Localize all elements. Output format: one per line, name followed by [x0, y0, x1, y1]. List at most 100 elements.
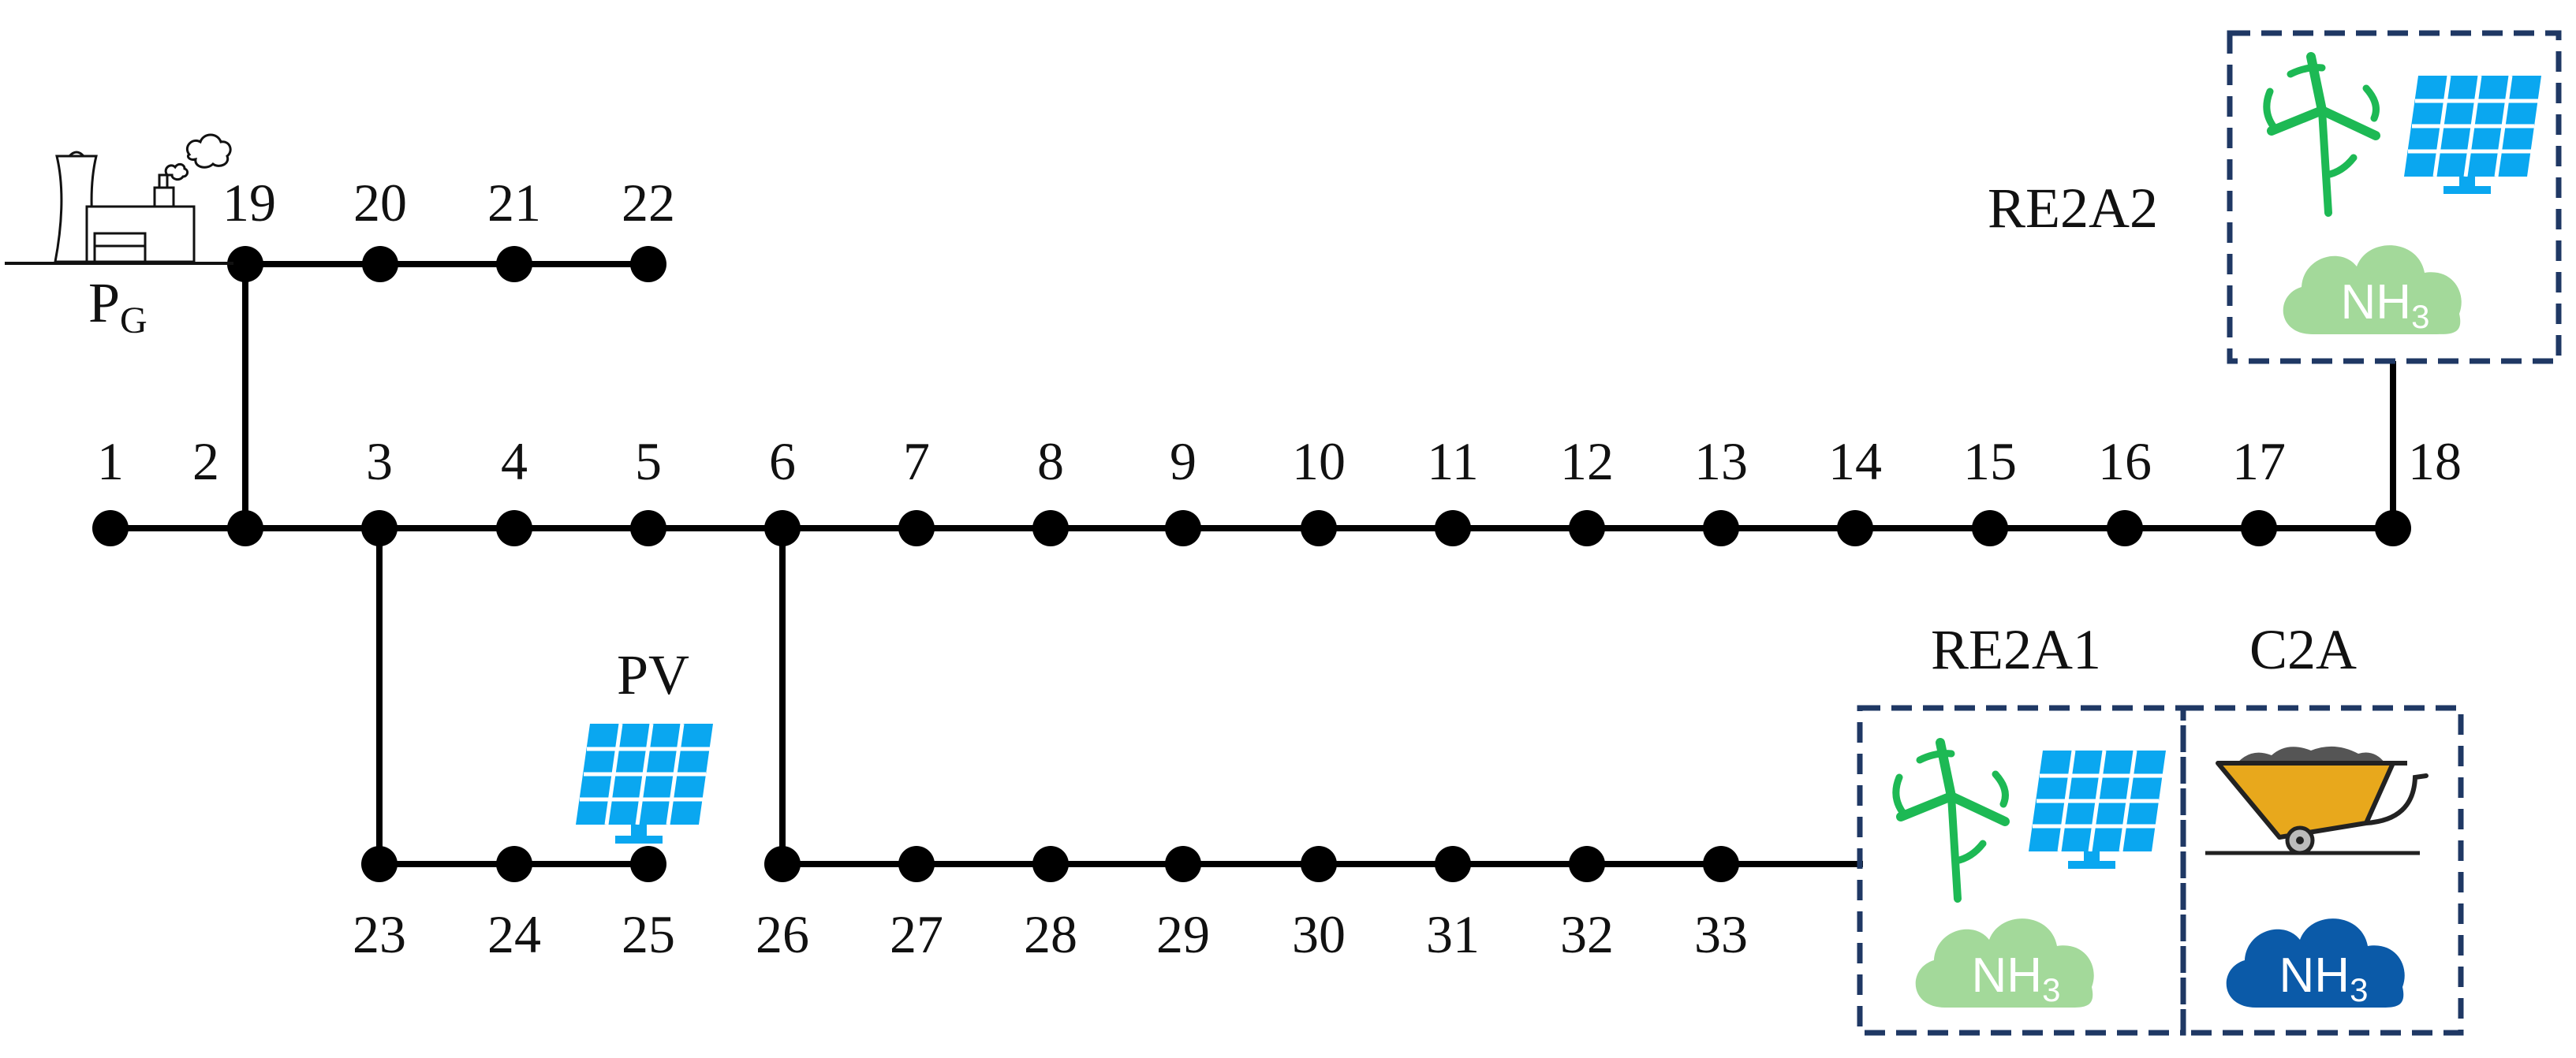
re2a1-unit: RE2A1 NH3	[1857, 618, 2186, 1036]
cloud-icon	[2226, 918, 2405, 1008]
bus-node-33	[1703, 846, 1739, 882]
re2a1-nh3-main: NH	[1972, 948, 2043, 1003]
cloud-icon	[2283, 245, 2462, 334]
power-plant: PG	[5, 133, 233, 341]
wind-turbine-icon	[1892, 738, 2010, 903]
solar-panel-icon	[576, 723, 713, 844]
bus-label-21: 21	[487, 173, 541, 233]
bus-label-10: 10	[1292, 431, 1346, 491]
bus-label-19: 19	[222, 173, 276, 233]
bus-label-30: 30	[1292, 904, 1346, 964]
bus-node-24	[496, 846, 532, 882]
bus-node-13	[1703, 510, 1739, 546]
bus-label-28: 28	[1024, 904, 1077, 964]
bus-label-24: 24	[487, 904, 541, 964]
bus-node-26	[764, 846, 801, 882]
cloud-icon	[1915, 918, 2094, 1008]
bus-label-25: 25	[622, 904, 675, 964]
bus-node-31	[1435, 846, 1471, 882]
pg-label: PG	[88, 271, 147, 341]
pg-label-sub: G	[120, 300, 147, 341]
bus-label-22: 22	[622, 173, 675, 233]
bus-label-7: 7	[903, 431, 930, 491]
solar-panel-icon	[2404, 75, 2541, 194]
bus-node-8	[1032, 510, 1069, 546]
bus-node-22	[630, 246, 666, 282]
solar-panel-icon	[2029, 750, 2166, 869]
bus-node-30	[1301, 846, 1337, 882]
bus-label-27: 27	[890, 904, 943, 964]
pg-label-main: P	[88, 271, 120, 334]
wind-turbine-icon	[2263, 52, 2380, 217]
bus-node-9	[1165, 510, 1201, 546]
re2a2-nh3-label: NH3	[2341, 275, 2430, 335]
bus-node-4	[496, 510, 532, 546]
re2a2-nh3-sub: 3	[2411, 298, 2429, 335]
bus-node-17	[2241, 510, 2277, 546]
bus-label-13: 13	[1694, 431, 1748, 491]
bus-label-5: 5	[635, 431, 662, 491]
re2a2-unit: RE2A2 NH3	[1988, 30, 2562, 364]
bus-node-21	[496, 246, 532, 282]
bus-label-8: 8	[1037, 431, 1064, 491]
bus-label-16: 16	[2098, 431, 2152, 491]
bus-node-19	[227, 246, 263, 282]
bus-node-16	[2107, 510, 2143, 546]
c2a-nh3-main: NH	[2279, 948, 2350, 1003]
bus-node-15	[1972, 510, 2008, 546]
bus-node-18	[2375, 510, 2411, 546]
bus-node-2	[227, 510, 263, 546]
bus-label-3: 3	[366, 431, 393, 491]
bus-label-23: 23	[353, 904, 406, 964]
bus-node-12	[1569, 510, 1605, 546]
bus-node-7	[898, 510, 935, 546]
c2a-label: C2A	[2249, 618, 2357, 681]
bus-label-29: 29	[1156, 904, 1210, 964]
bus-node-1	[92, 510, 129, 546]
bus-node-20	[362, 246, 398, 282]
c2a-unit: C2A NH3	[2180, 618, 2464, 1036]
bus-nodes	[92, 246, 2411, 882]
bus-node-11	[1435, 510, 1471, 546]
pv-label: PV	[617, 643, 689, 706]
bus-label-6: 6	[769, 431, 796, 491]
re2a2-nh3-main: NH	[2341, 275, 2412, 330]
bus-label-26: 26	[756, 904, 809, 964]
bus-node-6	[764, 510, 801, 546]
bus-node-28	[1032, 846, 1069, 882]
bus-node-5	[630, 510, 666, 546]
bus-label-17: 17	[2232, 431, 2286, 491]
re2a1-label: RE2A1	[1931, 618, 2101, 681]
re2a1-nh3-label: NH3	[1972, 948, 2061, 1008]
bus-node-10	[1301, 510, 1337, 546]
bus-label-1: 1	[97, 431, 124, 491]
bus-node-25	[630, 846, 666, 882]
c2a-nh3-label: NH3	[2279, 948, 2369, 1008]
bus-node-32	[1569, 846, 1605, 882]
bus-label-11: 11	[1427, 431, 1478, 491]
c2a-box	[2180, 705, 2464, 1036]
bus-label-15: 15	[1963, 431, 2017, 491]
wheelbarrow-icon	[2205, 746, 2429, 855]
bus-label-18: 18	[2408, 431, 2462, 491]
bus-node-29	[1165, 846, 1201, 882]
bus-label-2: 2	[192, 431, 219, 491]
thermal-power-plant-icon	[5, 133, 233, 265]
bus-label-20: 20	[353, 173, 407, 233]
bus-node-27	[898, 846, 935, 882]
bus-label-31: 31	[1426, 904, 1480, 964]
re2a2-box	[2227, 30, 2562, 364]
bus-node-23	[361, 846, 398, 882]
bus-label-14: 14	[1828, 431, 1882, 491]
bus-label-4: 4	[501, 431, 528, 491]
c2a-nh3-sub: 3	[2350, 971, 2368, 1008]
bus-label-12: 12	[1560, 431, 1614, 491]
bus-node-14	[1837, 510, 1873, 546]
bus-labels: 1 2 3 4 5 6 7 8 9 10 11 12 13 14 15 16 1…	[97, 173, 2462, 964]
bus-label-32: 32	[1560, 904, 1614, 964]
pv-unit: PV	[576, 643, 713, 844]
re2a2-label: RE2A2	[1988, 177, 2158, 240]
bus-label-33: 33	[1694, 904, 1748, 964]
bus-node-3	[361, 510, 398, 546]
